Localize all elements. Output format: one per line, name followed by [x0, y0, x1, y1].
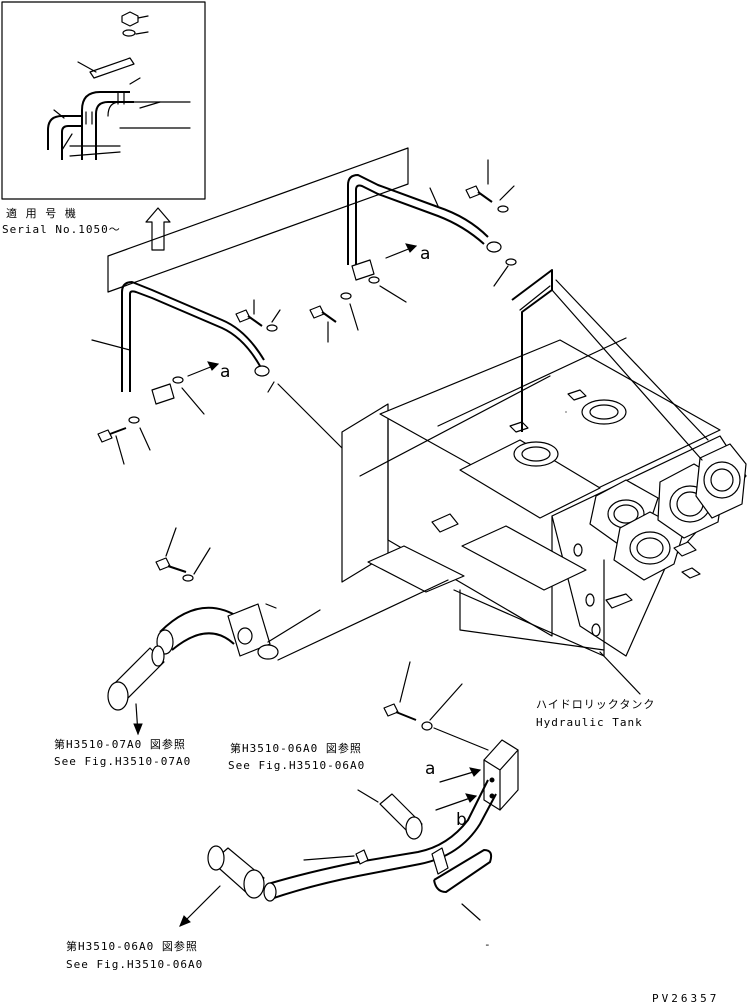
flange-right-end: [486, 241, 502, 253]
washer-3: [340, 292, 352, 300]
tank-cap-2: [513, 441, 559, 467]
port-flange-4: [695, 443, 747, 519]
callout-a-lower: a: [425, 759, 436, 779]
washer-6: [421, 721, 433, 731]
stray-mark: -: [484, 938, 492, 951]
tank-label-jp: ハイドロリックタンク: [536, 698, 656, 711]
ref2-jp: 第H3510-06A0 図参照: [230, 742, 362, 755]
drawing-number: PV26357: [652, 992, 720, 1005]
bolt-6: [383, 661, 417, 721]
lower-pipe-assembly: [179, 661, 519, 927]
arrow-ref1: [133, 723, 143, 736]
serial-label-en: Serial No.1050～: [2, 223, 121, 236]
port-flange-2: [613, 511, 685, 581]
lower-pipe: [267, 779, 489, 885]
inset-arrow: [145, 207, 171, 251]
bolt-2: [235, 299, 263, 327]
arrow-b-lower: [465, 793, 478, 803]
flange-left-end: [254, 365, 270, 377]
hose-fitting-1: [379, 793, 423, 840]
bolt-4: [97, 427, 127, 465]
upper-pipe-right: [347, 174, 489, 265]
upper-pipe-left: [121, 281, 265, 392]
inset-leader: [107, 147, 409, 293]
callout-b-lower: b: [456, 810, 467, 830]
oring-3: [172, 376, 184, 384]
arrow-a-left: [207, 361, 220, 371]
pipe-clamp-2: [433, 849, 493, 893]
plug: [355, 849, 369, 865]
pipe-clamp-1: [431, 847, 449, 875]
flange-right: [351, 259, 375, 281]
hydraulic-tank: [341, 269, 747, 695]
washer-4: [128, 416, 140, 424]
callout-a-left: a: [220, 362, 231, 382]
gasket-1: [257, 644, 279, 660]
inset-washer: [122, 29, 136, 37]
inset-frame: [1, 1, 206, 200]
bolt-3: [309, 305, 337, 343]
tank-rear-plate: [341, 403, 389, 583]
washer-2: [266, 324, 278, 332]
bolt-1: [465, 159, 493, 203]
hose-fitting-2: [207, 845, 265, 899]
ref3-jp: 第H3510-06A0 図参照: [66, 940, 198, 953]
oring-2: [368, 276, 380, 284]
inset-detail: [1, 1, 206, 200]
serial-label-jp: 適 用 号 機: [6, 207, 77, 220]
arrow-ref3: [179, 915, 191, 927]
inset-bracket: [89, 57, 135, 79]
washer-5: [182, 574, 194, 582]
inset-pipe-1: [81, 91, 130, 160]
bolt-5: [155, 527, 187, 573]
tank-label-en: Hydraulic Tank: [536, 716, 643, 729]
ref1-en: See Fig.H3510-07A0: [54, 755, 192, 768]
suction-hose-fitting: [107, 645, 165, 711]
callout-a-upper: a: [420, 244, 431, 264]
upper-return-pipes: [91, 147, 517, 477]
oring-1: [505, 258, 517, 266]
inset-nut: [121, 11, 139, 27]
ref1-jp: 第H3510-07A0 図参照: [54, 738, 186, 751]
tank-cap-1: [581, 399, 627, 425]
washer-1: [497, 205, 509, 213]
arrow-a-upper: [405, 243, 418, 253]
arrow-a-lower: [469, 767, 482, 777]
ref3-en: See Fig.H3510-06A0: [66, 958, 204, 971]
flange-left: [151, 383, 175, 405]
suction-elbow: [107, 527, 449, 736]
valve-block: [483, 739, 519, 811]
ref2-en: See Fig.H3510-06A0: [228, 759, 366, 772]
